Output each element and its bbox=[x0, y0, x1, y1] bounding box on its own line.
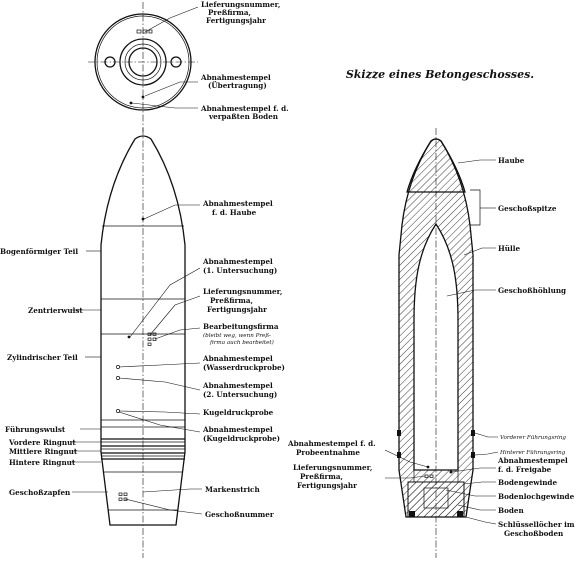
label-bearbeitung: Bearbeitungsfirma bbox=[203, 322, 279, 331]
key-hole-left bbox=[104, 56, 116, 68]
label-top-uebertragung-2: (Übertragung) bbox=[208, 81, 267, 90]
shell-outline bbox=[100, 135, 186, 526]
label-bearbeitung-note-1: (bleibt weg, wenn Preß- bbox=[203, 332, 271, 339]
label-lieferung-3: Fertigungsjahr bbox=[207, 305, 267, 314]
base-screw-ring bbox=[119, 38, 167, 86]
section-view bbox=[384, 128, 499, 558]
label-fuehrungswulst: Führungswulst bbox=[5, 425, 66, 434]
rear-band-right bbox=[471, 452, 475, 458]
label-unters2-2: (2. Untersuchung) bbox=[203, 390, 277, 399]
label-zentrierwulst: Zentrierwulst bbox=[28, 306, 83, 315]
diagram-title: Skizze eines Betongeschosses. bbox=[346, 68, 534, 81]
label-top-lieferung-2: Preßfirma, bbox=[208, 8, 251, 17]
label-kugel-stempel-2: (Kugeldruckprobe) bbox=[203, 434, 280, 443]
label-mittlere-ringnut: Mittlere Ringnut bbox=[9, 447, 78, 456]
label-vordere-ringnut: Vordere Ringnut bbox=[8, 438, 76, 447]
label-hintere-ringnut: Hintere Ringnut bbox=[9, 458, 76, 467]
label-unters1-1: Abnahmestempel bbox=[202, 257, 273, 266]
section-outline bbox=[398, 138, 474, 518]
rear-band-left bbox=[397, 452, 401, 458]
label-zylinder: Zylindrischer Teil bbox=[7, 353, 78, 362]
label-geschossnummer: Geschoßnummer bbox=[205, 510, 274, 519]
top-view bbox=[88, 2, 199, 132]
section-left-labels: Abnahmestempel f. d. Probeentnahme Liefe… bbox=[287, 439, 376, 490]
label-top-uebertragung-1: Abnahmestempel bbox=[200, 73, 271, 82]
label-haube-stempel-2: f. d. Haube bbox=[212, 208, 257, 217]
side-left-labels: Bogenförmiger Teil Zentrierwulst Zylindr… bbox=[0, 247, 83, 497]
label-wasser-1: Abnahmestempel bbox=[202, 354, 273, 363]
section-wall-hatch bbox=[399, 139, 473, 517]
key-hole-section-left bbox=[409, 511, 415, 517]
section-leader-lines bbox=[384, 159, 499, 525]
label-schluessel-2: Geschoßboden bbox=[504, 529, 564, 538]
label-top-lieferung-1: Lieferungsnummer, bbox=[201, 0, 280, 9]
label-bodengewinde: Bodengewinde bbox=[498, 478, 557, 487]
section-base bbox=[407, 481, 465, 518]
section-base-bore bbox=[423, 487, 449, 509]
label-haube: Haube bbox=[498, 156, 525, 165]
label-freigabe-1: Abnahmestempel bbox=[497, 456, 568, 465]
label-unters1-2: (1. Untersuchung) bbox=[203, 266, 277, 275]
label-sec-lieferung-2: Preßfirma, bbox=[300, 472, 343, 481]
front-band-left bbox=[397, 430, 401, 436]
label-haube-stempel-1: Abnahmestempel bbox=[202, 199, 273, 208]
base-stamp-marks bbox=[129, 29, 153, 105]
key-hole-right bbox=[170, 56, 182, 68]
label-bodenlochgewinde: Bodenlochgewinde bbox=[498, 492, 575, 501]
label-sec-lieferung-3: Fertigungsjahr bbox=[297, 481, 357, 490]
label-markenstrich: Markenstrich bbox=[205, 485, 260, 494]
label-wasser-2: (Wasserdruckprobe) bbox=[203, 363, 285, 372]
side-leader-lines bbox=[71, 204, 203, 515]
label-bearbeitung-note-2: firma auch bearbeitet) bbox=[209, 339, 274, 346]
label-probeentnahme-1: Abnahmestempel f. d. bbox=[287, 439, 376, 448]
rotating-band bbox=[101, 438, 185, 460]
label-sec-lieferung-1: Lieferungsnummer, bbox=[293, 463, 372, 472]
side-right-labels: Abnahmestempel f. d. Haube Abnahmestempe… bbox=[202, 199, 285, 519]
label-top-boden-1: Abnahmestempel f. d. bbox=[200, 104, 289, 113]
label-lieferung-1: Lieferungsnummer, bbox=[203, 287, 282, 296]
base-outer-circle bbox=[94, 13, 192, 111]
section-right-labels: Haube Geschoßspitze Hülle Geschoßhöhlung… bbox=[497, 156, 575, 538]
label-top-lieferung-3: Fertigungsjahr bbox=[206, 16, 266, 25]
base-bore bbox=[128, 47, 158, 77]
label-vorderer-fuehrungsring: Vorderer Führungsring bbox=[500, 435, 566, 441]
label-geschosshoehlung: Geschoßhöhlung bbox=[498, 286, 566, 295]
side-stamp-marks bbox=[116, 217, 157, 501]
side-view bbox=[71, 128, 203, 558]
label-geschossspitze: Geschoßspitze bbox=[498, 204, 557, 213]
label-freigabe-2: f. d. Freigabe bbox=[498, 465, 552, 474]
label-probeentnahme-2: Probeentnahme bbox=[296, 448, 360, 457]
label-schluessel-1: Schlüssellöcher im bbox=[498, 520, 575, 529]
label-geschosszapfen: Geschoßzapfen bbox=[9, 488, 71, 497]
label-huelle: Hülle bbox=[498, 244, 520, 253]
label-unters2-1: Abnahmestempel bbox=[202, 381, 273, 390]
top-view-labels: Lieferungsnummer, Preßfirma, Fertigungsj… bbox=[200, 0, 289, 121]
key-hole-section-right bbox=[457, 511, 463, 517]
label-kugel-stempel-1: Abnahmestempel bbox=[202, 425, 273, 434]
label-kugeldruckprobe: Kugeldruckprobe bbox=[203, 408, 274, 417]
label-hinterer-fuehrungsring: Hinterer Führungsring bbox=[499, 450, 566, 456]
front-band-right bbox=[471, 430, 475, 436]
label-bogen: Bogenförmiger Teil bbox=[0, 247, 78, 256]
label-lieferung-2: Preßfirma, bbox=[210, 296, 253, 305]
label-top-boden-2: verpaßten Boden bbox=[208, 112, 279, 121]
label-boden: Boden bbox=[498, 506, 524, 515]
